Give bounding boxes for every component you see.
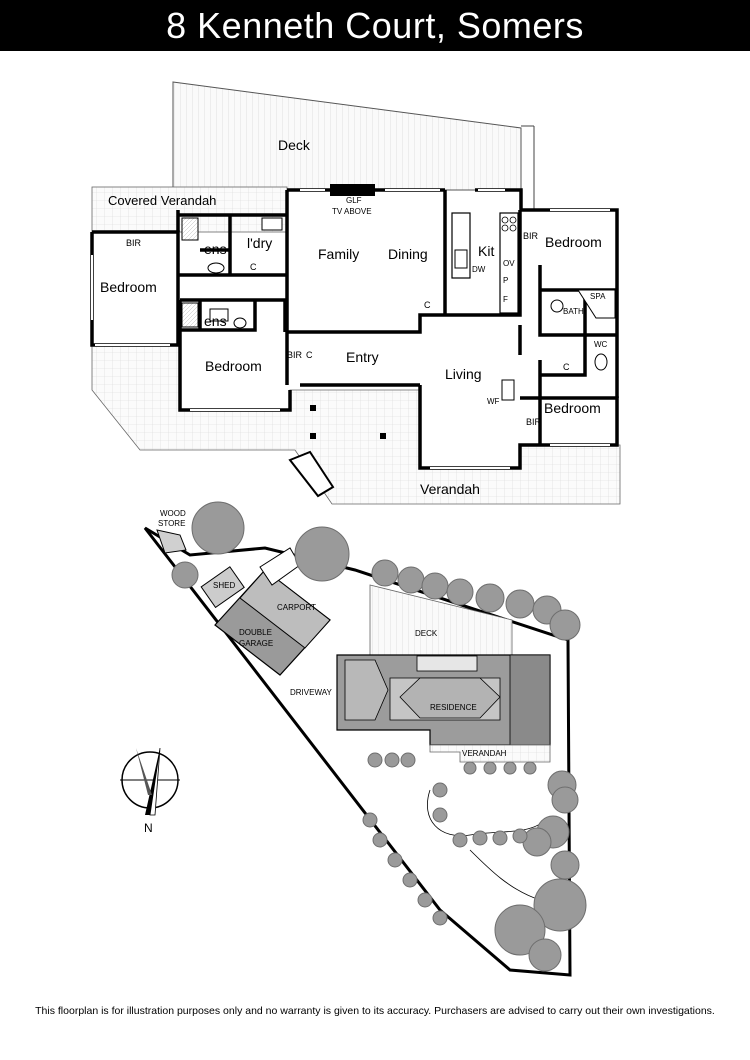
room-label-cupboard-3: C	[424, 300, 431, 310]
page-title: 8 Kenneth Court, Somers	[166, 4, 584, 46]
floor-plan: Deck Covered Verandah BIR ens l'dry C Be…	[90, 81, 621, 505]
room-label-bedroom-west: Bedroom	[100, 279, 157, 295]
room-label-ensuite: ens	[204, 241, 227, 257]
deck-area	[172, 81, 522, 191]
compass-icon: N	[120, 747, 180, 835]
room-label-bath: BATH	[563, 307, 584, 316]
site-label-shed: SHED	[213, 581, 235, 590]
wood-store	[156, 529, 187, 554]
label-tv-above: TV ABOVE	[332, 207, 372, 216]
disclaimer-text: This floorplan is for illustration purpo…	[35, 1005, 715, 1017]
label-oven: OV	[503, 259, 515, 268]
floor-plan-drawing: Deck Covered Verandah BIR ens l'dry C Be…	[90, 81, 621, 977]
windows	[91, 189, 610, 469]
site-label-carport: CARPORT	[277, 603, 316, 612]
room-label-entry: Entry	[346, 349, 379, 365]
site-label-verandah: VERANDAH	[462, 749, 507, 758]
site-plan: WOOD STORE SHED CARPORT DOUBLE GARAGE DE…	[120, 501, 587, 977]
title-bar: 8 Kenneth Court, Somers	[0, 0, 750, 51]
site-label-wood: WOOD	[160, 509, 186, 518]
room-label-bir-4: BIR	[526, 417, 542, 427]
shed	[200, 566, 245, 609]
site-verandah	[429, 744, 551, 763]
carport	[239, 569, 331, 649]
room-label-deck: Deck	[278, 137, 311, 153]
room-label-bir-2: BIR	[287, 350, 303, 360]
room-label-bedroom-se: Bedroom	[544, 400, 601, 416]
site-label-garage: GARAGE	[239, 639, 273, 648]
room-label-dining: Dining	[388, 246, 428, 262]
room-label-bedroom-ne: Bedroom	[545, 234, 602, 250]
room-label-kitchen: Kit	[478, 243, 494, 259]
room-label-verandah: Verandah	[420, 481, 480, 497]
room-label-cupboard: C	[250, 262, 257, 272]
site-label-driveway: DRIVEWAY	[290, 688, 332, 697]
room-label-bir-3: BIR	[523, 231, 539, 241]
trees	[171, 501, 587, 972]
room-label-cupboard-4: C	[563, 362, 570, 372]
room-label-family: Family	[318, 246, 359, 262]
room-label-bir: BIR	[126, 238, 142, 248]
label-pantry: P	[503, 276, 508, 285]
fireplace	[330, 184, 375, 196]
room-label-cupboard-2: C	[306, 350, 313, 360]
site-label-store: STORE	[158, 519, 185, 528]
room-label-wc: WC	[594, 340, 608, 349]
site-label-double: DOUBLE	[239, 628, 272, 637]
label-glf: GLF	[346, 196, 362, 205]
room-label-ensuite-2: ens	[204, 313, 227, 329]
room-label-living: Living	[445, 366, 482, 382]
room-label-covered-verandah: Covered Verandah	[108, 193, 216, 208]
label-wood-fire: WF	[487, 397, 500, 406]
room-label-bedroom-mid: Bedroom	[205, 358, 262, 374]
label-fridge: F	[503, 295, 508, 304]
site-label-residence: RESIDENCE	[430, 703, 477, 712]
room-label-laundry: l'dry	[247, 235, 272, 251]
compass-north-label: N	[144, 821, 153, 835]
label-dishwasher: DW	[472, 265, 486, 274]
room-label-spa: SPA	[590, 292, 606, 301]
site-label-deck: DECK	[415, 629, 438, 638]
